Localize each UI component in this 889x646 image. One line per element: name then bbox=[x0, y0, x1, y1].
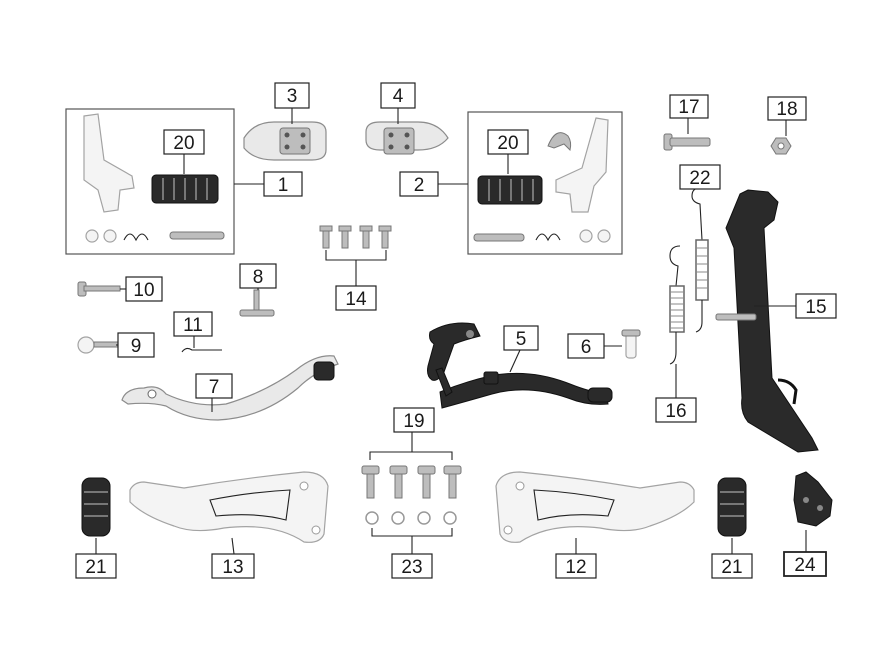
left-footpeg bbox=[243, 121, 327, 161]
callout-20-left: 20 bbox=[163, 129, 205, 155]
callout-5: 5 bbox=[503, 325, 539, 351]
side-stand-spring-22 bbox=[691, 187, 709, 333]
svg-text:8: 8 bbox=[253, 267, 264, 288]
callout-23: 23 bbox=[391, 553, 433, 579]
svg-text:20: 20 bbox=[497, 133, 518, 154]
right-footrest-rubber bbox=[477, 175, 543, 205]
right-footrest-kit-frame bbox=[467, 111, 623, 255]
svg-text:13: 13 bbox=[222, 557, 243, 578]
footpeg-rubber-21-left bbox=[81, 477, 111, 537]
gear-shift-lever-7 bbox=[121, 355, 339, 421]
callout-9: 9 bbox=[117, 332, 155, 358]
callout-2: 2 bbox=[399, 171, 439, 197]
svg-text:21: 21 bbox=[721, 557, 742, 578]
callout-3: 3 bbox=[274, 82, 310, 109]
callout-11: 11 bbox=[173, 311, 213, 337]
right-footrest-bracket bbox=[547, 117, 609, 213]
svg-text:9: 9 bbox=[131, 336, 142, 357]
svg-text:22: 22 bbox=[689, 168, 710, 189]
svg-text:17: 17 bbox=[678, 97, 699, 118]
svg-text:21: 21 bbox=[85, 557, 106, 578]
mounting-bracket-24 bbox=[793, 471, 833, 527]
callout-12: 12 bbox=[555, 553, 597, 579]
pin-8 bbox=[239, 289, 275, 317]
callout-14: 14 bbox=[335, 285, 377, 311]
svg-text:19: 19 bbox=[403, 411, 424, 432]
pivot-bolt-17 bbox=[663, 133, 711, 151]
callout-17: 17 bbox=[669, 94, 709, 119]
side-stand-15 bbox=[715, 189, 819, 453]
callout-7: 7 bbox=[195, 373, 233, 399]
callout-21-left: 21 bbox=[75, 553, 117, 579]
passenger-footrest-bracket-13 bbox=[129, 471, 329, 543]
passenger-footrest-bracket-12 bbox=[495, 471, 695, 543]
side-stand-spring-16 bbox=[669, 245, 685, 365]
callout-19: 19 bbox=[393, 407, 435, 433]
eye-bolt-9 bbox=[77, 336, 119, 354]
svg-text:1: 1 bbox=[278, 175, 289, 196]
callout-22: 22 bbox=[679, 164, 721, 190]
svg-text:7: 7 bbox=[209, 377, 220, 398]
left-footrest-rubber bbox=[151, 174, 219, 204]
callout-20-right: 20 bbox=[487, 129, 529, 155]
svg-text:16: 16 bbox=[665, 401, 686, 422]
left-kit-small-parts bbox=[85, 229, 225, 243]
svg-text:18: 18 bbox=[776, 99, 797, 120]
svg-text:3: 3 bbox=[287, 86, 298, 107]
right-kit-small-parts bbox=[473, 229, 611, 243]
spring-pin-10 bbox=[77, 281, 121, 297]
bolt-set-14 bbox=[319, 225, 392, 249]
pin-6 bbox=[621, 329, 641, 359]
callout-21-right: 21 bbox=[711, 553, 753, 579]
bolt-set-19 bbox=[361, 465, 462, 499]
svg-text:20: 20 bbox=[173, 133, 194, 154]
svg-text:24: 24 bbox=[794, 555, 816, 576]
split-pin-11 bbox=[181, 347, 222, 353]
nut-18 bbox=[770, 137, 792, 155]
leader-lines bbox=[95, 108, 807, 555]
svg-text:15: 15 bbox=[805, 297, 826, 318]
callout-13: 13 bbox=[211, 553, 255, 579]
callout-16: 16 bbox=[655, 397, 697, 423]
left-footrest-kit-frame bbox=[65, 108, 235, 255]
right-footpeg bbox=[365, 121, 449, 155]
footpeg-rubber-21-right bbox=[717, 477, 747, 537]
svg-text:14: 14 bbox=[345, 289, 367, 310]
callout-8: 8 bbox=[239, 263, 277, 289]
brake-pedal-5 bbox=[427, 322, 613, 409]
svg-text:10: 10 bbox=[133, 280, 154, 301]
callout-18: 18 bbox=[767, 96, 807, 121]
svg-text:4: 4 bbox=[393, 86, 404, 107]
svg-text:5: 5 bbox=[516, 329, 527, 350]
svg-text:23: 23 bbox=[401, 557, 422, 578]
svg-text:6: 6 bbox=[581, 337, 592, 358]
callout-15: 15 bbox=[795, 293, 837, 319]
svg-text:2: 2 bbox=[414, 175, 425, 196]
callout-6: 6 bbox=[567, 333, 605, 359]
washer-set-23 bbox=[365, 511, 457, 525]
callout-10: 10 bbox=[125, 276, 163, 302]
left-footrest-bracket bbox=[83, 113, 135, 213]
callout-1: 1 bbox=[263, 171, 303, 197]
svg-text:11: 11 bbox=[183, 315, 203, 336]
svg-text:12: 12 bbox=[565, 557, 586, 578]
callout-4: 4 bbox=[380, 82, 416, 109]
callout-24: 24 bbox=[783, 551, 827, 577]
